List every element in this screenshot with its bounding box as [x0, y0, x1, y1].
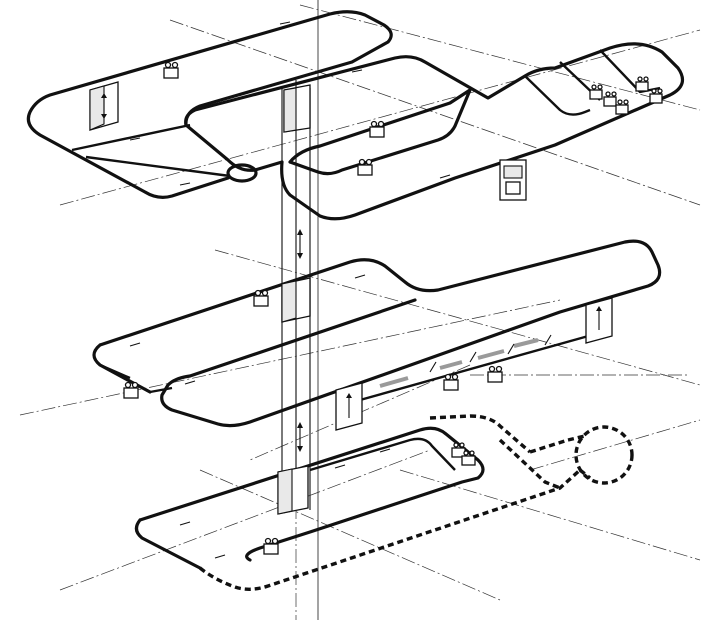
direction-arrow	[129, 137, 141, 141]
direction-arrow	[439, 174, 451, 179]
carrier-icon	[163, 61, 179, 79]
direction-arrow	[544, 334, 552, 346]
lower-dashed-loop	[198, 414, 582, 591]
elevator-icon	[277, 465, 309, 515]
upper-right-subtrack-1	[524, 75, 591, 116]
direction-arrows	[129, 21, 451, 186]
double-arrow-icon	[297, 229, 303, 259]
lower-main-loop	[134, 426, 485, 570]
direction-arrow	[179, 182, 191, 186]
lower-inner-loop	[309, 437, 456, 472]
direction-arrow	[129, 342, 141, 347]
construction-line	[59, 29, 701, 206]
direction-arrows	[179, 448, 391, 559]
station-icon	[499, 159, 527, 201]
upper-center-loop	[184, 42, 685, 221]
highlight-segment	[513, 338, 539, 348]
upper-junction-oval	[226, 163, 258, 183]
direction-arrow	[379, 448, 391, 453]
elevator-icon	[281, 277, 311, 323]
carrier-icon	[451, 442, 466, 458]
carrier-icon	[461, 450, 476, 466]
lower-dashed-turntable	[574, 425, 634, 485]
middle-spur-line	[359, 333, 593, 402]
direction-arrow	[469, 351, 477, 363]
carrier-icon	[443, 373, 459, 391]
carrier-icon	[253, 289, 269, 307]
carrier-icon	[263, 537, 279, 555]
direction-arrow	[351, 69, 363, 73]
lower-level	[134, 414, 634, 591]
carrier-icon	[603, 91, 617, 107]
lower-dashed-connector	[567, 434, 592, 480]
carrier-icon	[649, 88, 663, 104]
construction-line	[299, 4, 701, 111]
carrier-icon	[635, 76, 649, 92]
station-icon	[335, 382, 363, 431]
carrier-icon	[615, 99, 629, 115]
carrier-icon	[589, 84, 603, 100]
direction-arrow	[429, 361, 437, 373]
upper-left-divider	[71, 123, 231, 178]
direction-arrow	[179, 521, 191, 526]
middle-outer-loop	[92, 239, 662, 428]
construction-line	[169, 19, 701, 206]
carrier-icon	[123, 381, 139, 399]
direction-arrow	[334, 464, 346, 469]
direction-arrow	[507, 343, 515, 355]
construction-line	[399, 469, 701, 561]
construction-line	[19, 299, 561, 416]
elevator-icon	[283, 84, 311, 133]
middle-level	[92, 239, 662, 431]
direction-arrow	[279, 21, 291, 25]
upper-inner-loop	[288, 88, 472, 176]
carrier-icon	[369, 120, 385, 138]
middle-inner-divider	[99, 363, 173, 394]
direction-arrow	[184, 380, 196, 385]
carrier-icon	[487, 365, 503, 383]
highlight-segment	[379, 376, 409, 388]
carrier-icon	[357, 158, 373, 176]
upper-level	[26, 10, 685, 221]
construction-line	[199, 469, 501, 601]
elevator-icon	[89, 81, 119, 131]
highlight-segment	[439, 360, 463, 370]
construction-line	[529, 419, 701, 471]
direction-arrow	[214, 554, 226, 559]
construction-line	[59, 449, 431, 591]
direction-arrow	[354, 274, 366, 279]
highlight-segment	[477, 349, 505, 360]
double-arrow-icon	[297, 422, 303, 452]
direction-arrows	[129, 274, 552, 385]
station-icon	[585, 297, 613, 344]
